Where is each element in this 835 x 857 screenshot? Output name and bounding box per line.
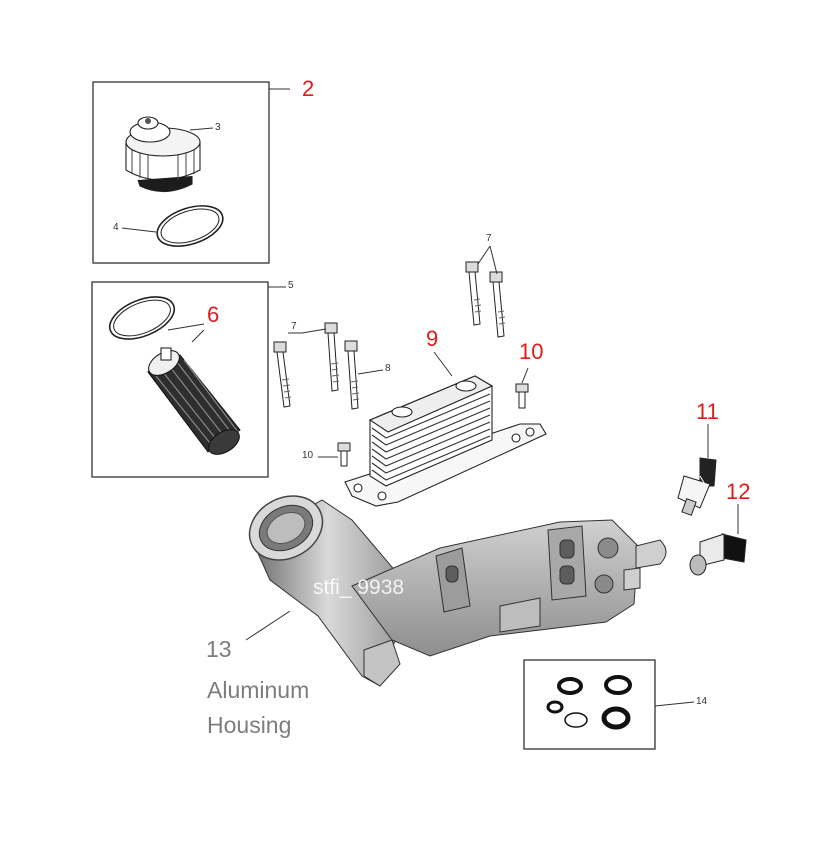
oil-filter-element-drawing xyxy=(147,347,241,455)
callout-10-right: 10 xyxy=(519,339,544,364)
leader-7b xyxy=(477,245,491,265)
bolt-left-drawing xyxy=(273,341,292,408)
callout-3: 3 xyxy=(215,122,221,133)
callout-10-left: 10 xyxy=(302,450,314,461)
leader-4 xyxy=(121,227,157,233)
oil-temperature-sensor-drawing xyxy=(689,533,747,576)
callout-11: 11 xyxy=(696,399,719,424)
small-bolt-left-drawing xyxy=(337,442,351,467)
leader-10a xyxy=(521,367,529,384)
filter-element-box xyxy=(91,281,286,478)
cap-assembly-box xyxy=(92,81,290,264)
bolt-top-b-drawing xyxy=(489,271,506,338)
watermark: stfi_ 9938 xyxy=(313,576,405,599)
callout-5: 5 xyxy=(288,280,294,291)
oil-filter-cap-drawing xyxy=(125,116,201,193)
cap-o-ring-drawing xyxy=(156,205,224,247)
callout-9: 9 xyxy=(426,326,439,351)
callout-14: 14 xyxy=(696,696,708,707)
leader-3 xyxy=(189,127,214,131)
callout-4: 4 xyxy=(113,222,119,233)
oil-pressure-sensor-drawing xyxy=(677,457,717,516)
bolt-mid-drawing xyxy=(324,322,340,392)
callout-7-top: 7 xyxy=(486,233,492,244)
callout-2: 2 xyxy=(302,76,315,101)
leader-6a xyxy=(167,323,205,331)
filter-o-ring-drawing xyxy=(108,296,176,340)
aluminum-housing-drawing xyxy=(248,495,667,687)
seal-kit-box xyxy=(523,659,695,750)
housing-label-line1: Aluminum xyxy=(207,677,310,703)
seal-kit-drawing xyxy=(546,675,632,730)
leader-6b xyxy=(191,329,205,343)
callout-8: 8 xyxy=(385,363,391,374)
callout-7-left: 7 xyxy=(291,321,297,332)
oil-cooler-drawing xyxy=(344,375,547,507)
callout-6: 6 xyxy=(207,302,220,327)
bolt-8-drawing xyxy=(344,340,360,410)
callout-13: 13 xyxy=(206,636,232,662)
housing-label-line2: Housing xyxy=(207,712,292,738)
leader-8 xyxy=(357,369,384,375)
leader-9 xyxy=(433,351,453,377)
callout-12: 12 xyxy=(726,479,751,504)
bolt-top-a-drawing xyxy=(465,261,482,326)
small-bolt-right-drawing xyxy=(515,383,529,409)
leader-13 xyxy=(245,610,291,641)
